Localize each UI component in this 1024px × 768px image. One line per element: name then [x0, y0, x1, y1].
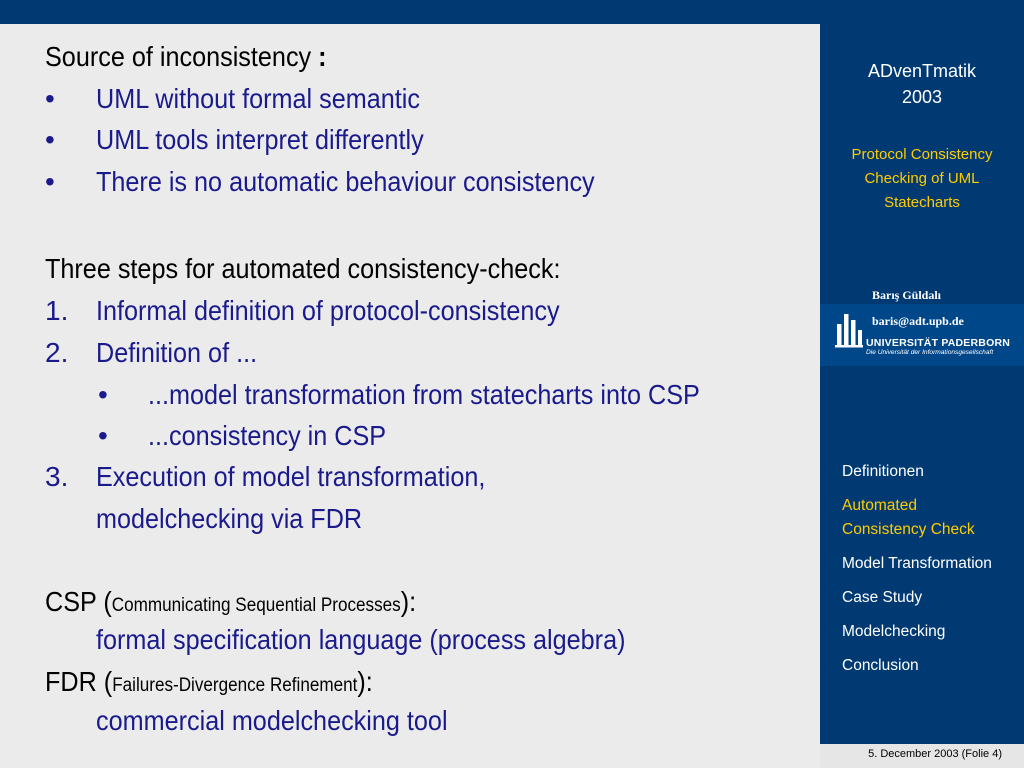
nav-item-model-transformation[interactable]: Model Transformation — [842, 555, 992, 572]
conference-name: ADvenTmatik — [867, 61, 977, 81]
source-item: UML without formal semantic — [96, 83, 420, 114]
nav-item-modelchecking[interactable]: Modelchecking — [842, 623, 946, 640]
nav-item-consistency-check[interactable]: Consistency Check — [842, 521, 975, 538]
bullet-marker: • — [98, 420, 108, 451]
csp-description: formal specification language (process a… — [96, 624, 626, 655]
slide-content: Source of inconsistency : • UML without … — [0, 24, 820, 768]
fdr-definition: FDR (Failures-Divergence Refinement): — [45, 666, 373, 697]
footer: 5. December 2003 (Folie 4) — [820, 744, 1024, 768]
step-item: Definition of ... — [96, 337, 258, 368]
author-name: Barış Güldalı — [872, 288, 942, 302]
university-name: UNIVERSITÄT PADERBORN — [866, 337, 1011, 349]
talk-title-line: Protocol Consistency — [851, 146, 993, 163]
author-email[interactable]: baris@adt.upb.de — [872, 314, 964, 328]
source-heading: Source of inconsistency : — [45, 41, 327, 72]
bullet-marker: • — [45, 83, 55, 114]
university-tagline: Die Universität der Informationsgesellsc… — [866, 349, 994, 356]
step-continuation: modelchecking via FDR — [96, 503, 363, 534]
sub-item: ...model transformation from statecharts… — [148, 379, 700, 410]
nav-item-conclusion[interactable]: Conclusion — [842, 657, 919, 674]
nav-item-definitionen[interactable]: Definitionen — [842, 463, 924, 480]
bullet-marker: • — [98, 379, 108, 410]
conference-year: 2003 — [901, 87, 943, 107]
top-bar — [0, 0, 820, 24]
bullet-marker: • — [45, 166, 55, 197]
footer-date: 5. December 2003 (Folie 4) — [868, 748, 1002, 760]
talk-title-line: Checking of UML — [864, 170, 980, 187]
sub-item: ...consistency in CSP — [148, 420, 387, 451]
csp-definition: CSP (Communicating Sequential Processes)… — [45, 586, 417, 617]
step-item: Execution of model transformation, — [96, 461, 486, 492]
step-number: 3. — [45, 461, 69, 492]
university-logo-icon — [835, 314, 863, 348]
step-number: 2. — [45, 337, 69, 368]
bullet-marker: • — [45, 124, 55, 155]
source-item: There is no automatic behaviour consiste… — [96, 166, 595, 197]
steps-heading: Three steps for automated consistency-ch… — [45, 253, 561, 284]
fdr-description: commercial modelchecking tool — [96, 705, 448, 736]
talk-title-line: Statecharts — [884, 194, 960, 211]
step-number: 1. — [45, 295, 69, 326]
step-item: Informal definition of protocol-consiste… — [96, 295, 560, 326]
nav-item-case-study[interactable]: Case Study — [842, 589, 923, 606]
university-brand: baris@adt.upb.de UNIVERSITÄT PADERBORN D… — [820, 304, 1024, 366]
sidebar: ADvenTmatik 2003 Protocol Consistency Ch… — [820, 0, 1024, 744]
source-item: UML tools interpret differently — [96, 124, 424, 155]
nav-item-automated[interactable]: Automated — [842, 497, 917, 514]
